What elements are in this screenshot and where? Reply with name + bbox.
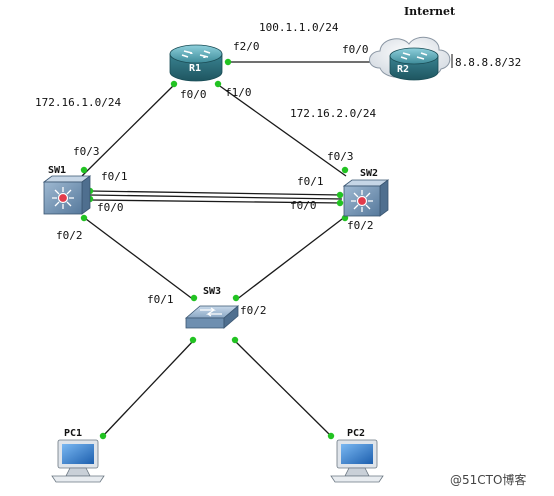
port-label-sw2-f0-3: f0/3 [327,150,354,163]
router-r2[interactable]: R2 [389,47,439,81]
link-sw1-sw2-f0-1 [89,190,343,196]
port-label-sw2-f0-1: f0/1 [297,175,324,188]
status-dot-sw3-f0-2 [232,294,240,302]
multilayer-switch-icon [342,179,390,217]
status-dot-sw2-f0-3 [341,166,349,174]
port-label-r2-f0-0: f0/0 [342,43,369,56]
device-label-pc2: PC2 [347,428,365,439]
device-label-pc1: PC1 [64,428,82,439]
device-label-r1: R1 [189,63,201,74]
port-label-sw3-f0-2: f0/2 [240,304,267,317]
link-status-dots [80,58,385,440]
link-sw3-pc1 [102,339,195,437]
port-label-r1-f0-0: f0/0 [180,88,207,101]
network-label-r2-address: 8.8.8.8/32 [455,56,521,69]
link-sw1-sw2-f0-1b [89,194,343,200]
multilayer-switch-icon [42,175,92,215]
cloud-label: Internet [404,5,456,18]
network-label-wan: 100.1.1.0/24 [259,21,339,34]
status-dot-sw3-f0-1 [190,294,198,302]
status-dot-sw1-f0-2 [80,214,88,222]
link-sw1-sw2-f0-0 [89,199,343,204]
status-dot-r1-f2-0 [224,58,232,66]
device-label-r2: R2 [397,64,409,75]
port-label-sw2-f0-0: f0/0 [290,199,317,212]
multilayer-switch-sw1[interactable]: SW1 [42,165,92,215]
status-dot-pc2 [327,432,335,440]
network-label-r1-sw2: 172.16.2.0/24 [290,107,376,120]
port-label-sw1-f0-1: f0/1 [101,170,128,183]
port-label-sw1-f0-0: f0/0 [97,201,124,214]
device-label-sw1: SW1 [48,165,66,176]
status-dot-sw1-f0-3 [80,166,88,174]
status-dot-sw2-f0-1 [336,191,344,199]
device-label-sw2: SW2 [360,168,378,179]
pc-pc1[interactable]: PC1 [51,428,105,483]
port-label-sw1-f0-2: f0/2 [56,229,83,242]
pc-pc2[interactable]: PC2 [330,428,384,483]
port-label-sw2-f0-2: f0/2 [347,219,374,232]
port-label-sw1-f0-3: f0/3 [73,145,100,158]
watermark: @51CTO博客 [450,472,526,487]
router-icon [169,44,223,82]
status-dot-pc1 [99,432,107,440]
link-r1-sw1 [81,83,176,177]
switch-icon [184,305,240,329]
status-dot-sw3-pc2 [231,336,239,344]
pc-icon [51,439,105,483]
multilayer-switch-sw2[interactable]: SW2 [342,168,390,217]
status-dot-r1-f1-0 [214,80,222,88]
network-label-r1-sw1: 172.16.1.0/24 [35,96,121,109]
switch-sw3[interactable]: SW3 [184,286,240,329]
device-label-sw3: SW3 [203,286,221,297]
pc-icon [330,439,384,483]
link-sw2-sw3 [235,215,347,301]
link-sw1-sw3 [81,215,195,301]
status-dot-sw3-pc1 [189,336,197,344]
port-label-r1-f1-0: f1/0 [225,86,252,99]
port-label-r1-f2-0: f2/0 [233,40,260,53]
router-icon [389,47,439,81]
router-r1[interactable]: R1 [169,44,223,82]
link-r1-sw2 [216,83,347,177]
link-sw3-pc2 [233,339,332,437]
status-dot-r1-f0-0 [170,80,178,88]
port-label-sw3-f0-1: f0/1 [147,293,174,306]
status-dot-sw2-f0-0 [336,199,344,207]
